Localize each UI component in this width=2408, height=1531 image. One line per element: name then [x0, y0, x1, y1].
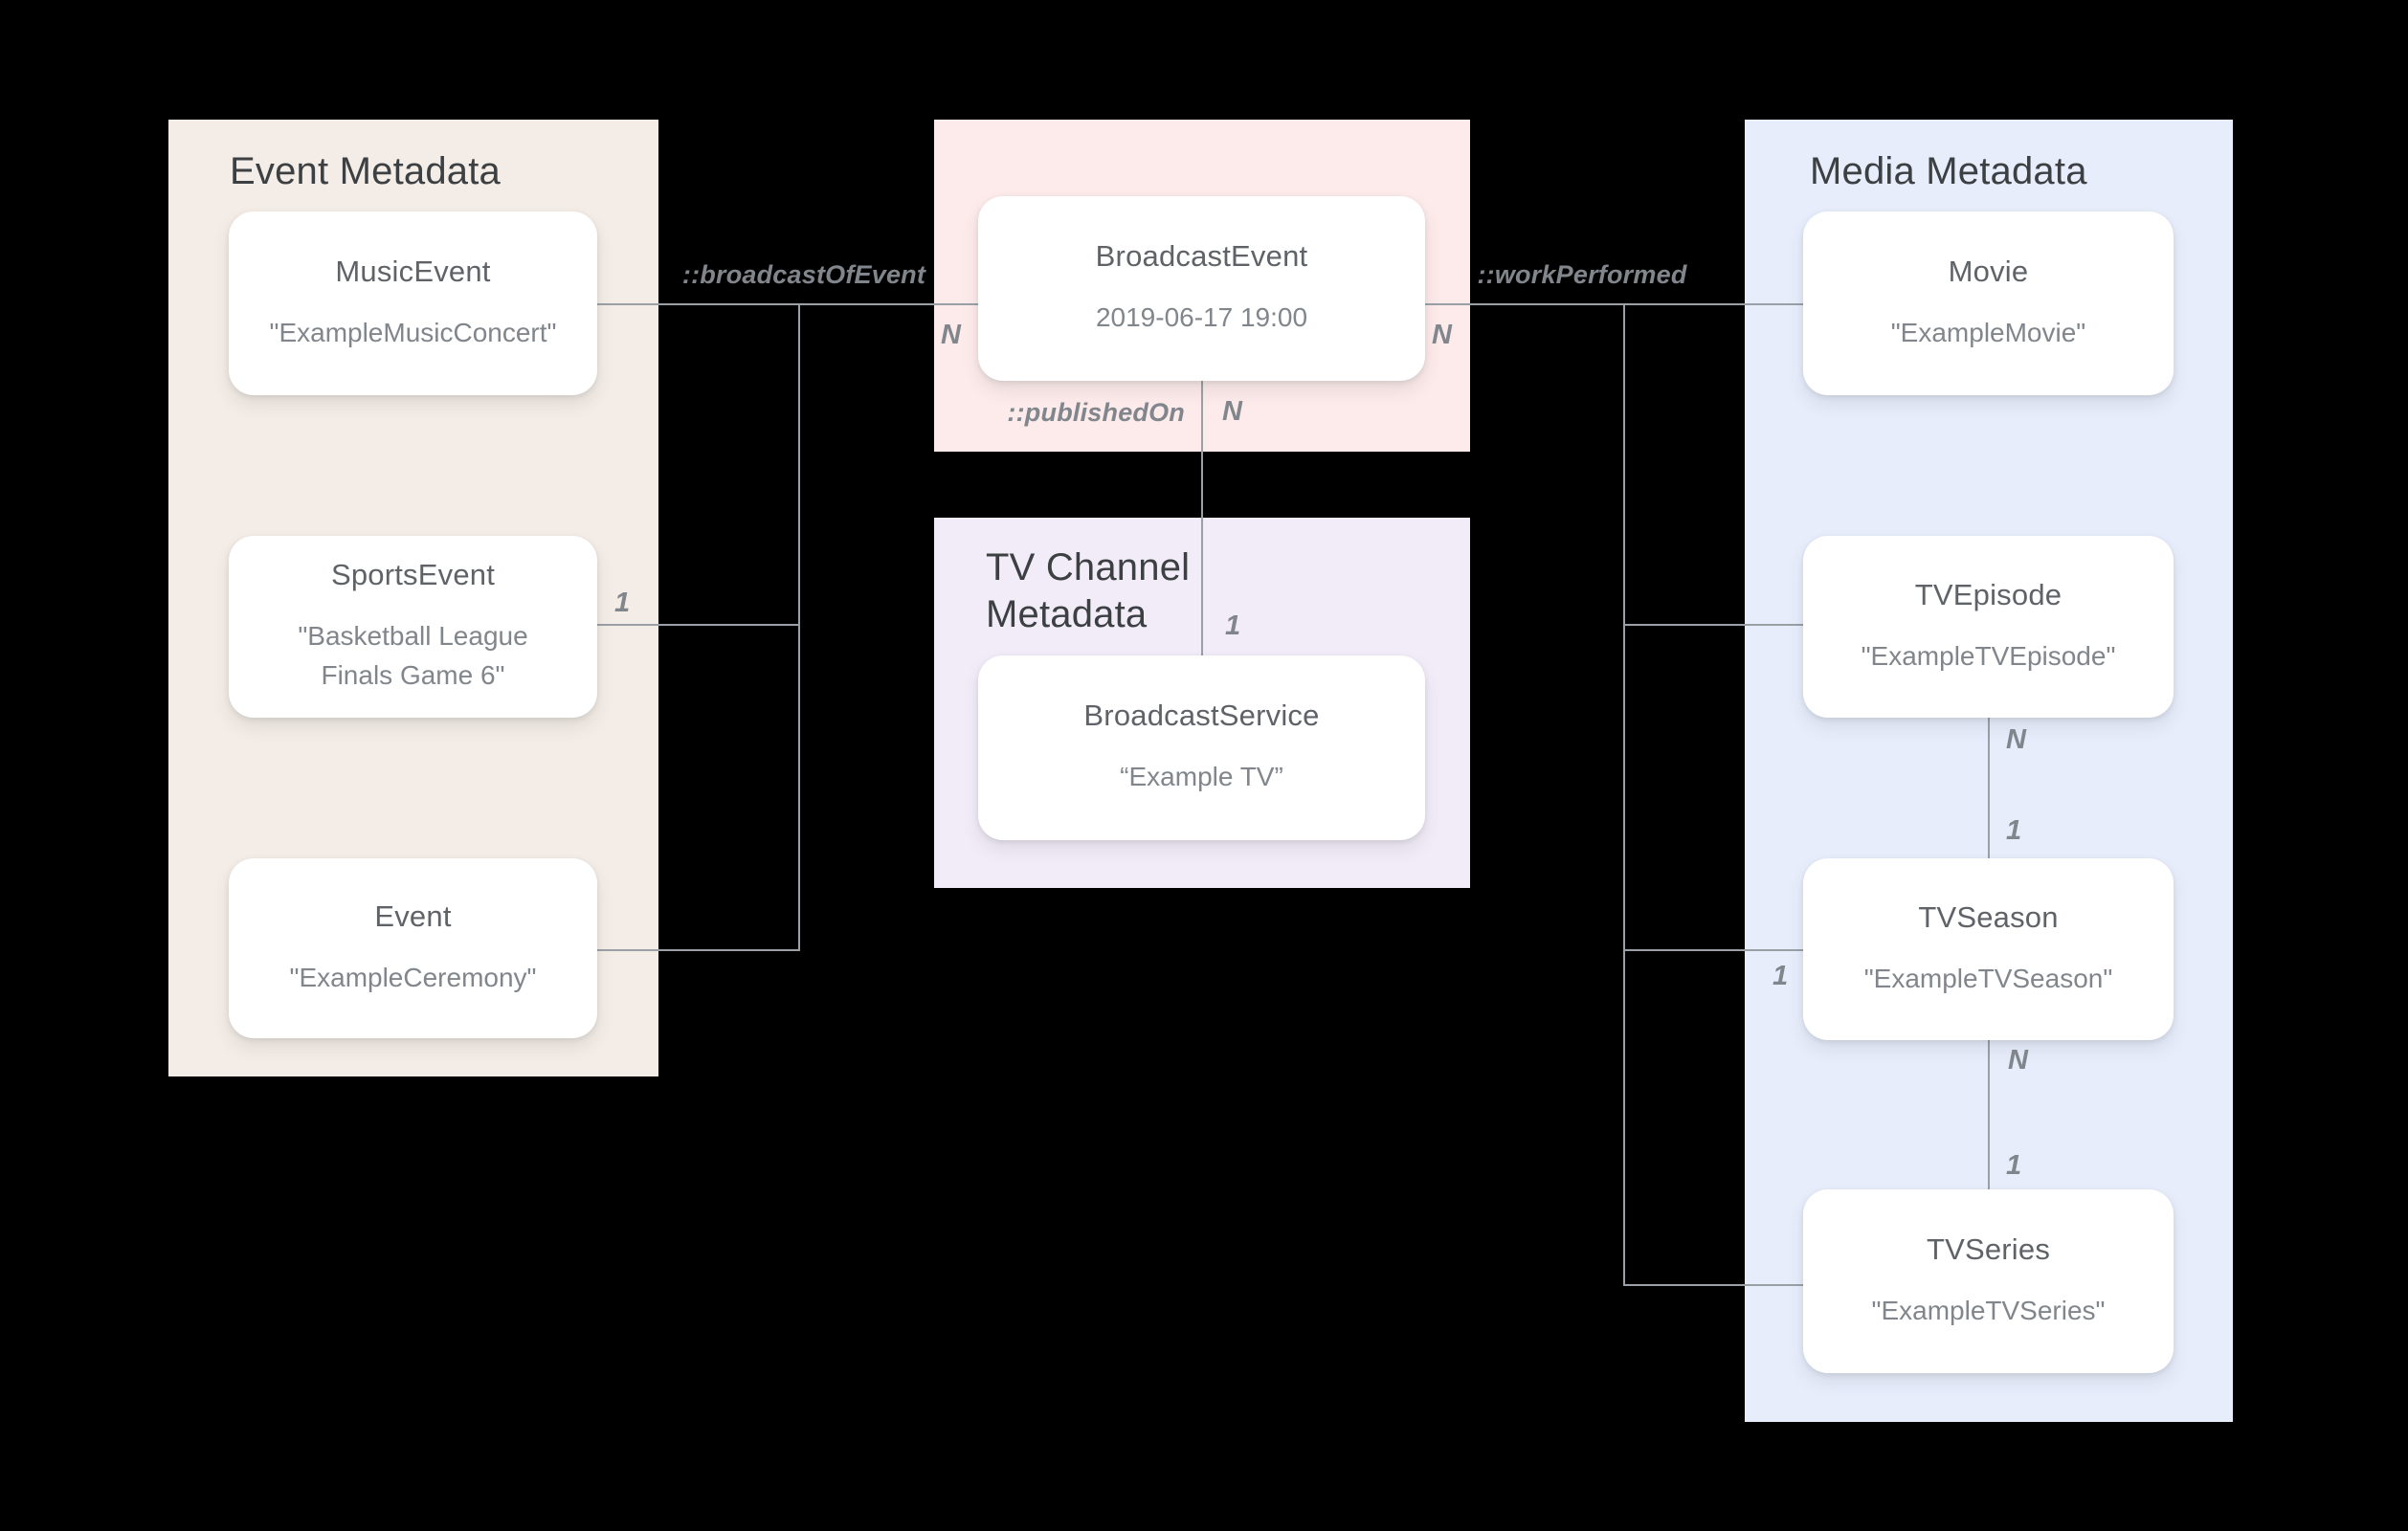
cardinality-broadcastevent-right-n: N — [1432, 320, 1452, 350]
cardinality-tvseason-one: 1 — [1773, 961, 1789, 991]
edge-events-trunk-left — [798, 303, 800, 951]
node-event-type: Event — [374, 899, 452, 933]
node-sportsevent-example: "Basketball League Finals Game 6" — [298, 621, 528, 690]
node-tvseries: TVSeries "ExampleTVSeries" — [1803, 1189, 2174, 1373]
node-tvepisode-type: TVEpisode — [1914, 577, 2062, 611]
node-broadcastevent: BroadcastEvent 2019-06-17 19:00 — [978, 196, 1425, 381]
node-broadcastevent-type: BroadcastEvent — [1095, 239, 1308, 274]
panel-title-event-metadata: Event Metadata — [230, 150, 501, 192]
node-event: Event "ExampleCeremony" — [229, 858, 597, 1038]
edge-media-trunk-right — [1623, 303, 1625, 1286]
cardinality-publishedon-one: 1 — [1225, 610, 1241, 641]
node-tvseason-example: "ExampleTVSeason" — [1863, 963, 2113, 993]
node-event-example: "ExampleCeremony" — [289, 962, 537, 992]
node-broadcastservice-type: BroadcastService — [1083, 699, 1320, 733]
node-sportsevent-type: SportsEvent — [330, 558, 496, 592]
cardinality-publishedon-n: N — [1222, 396, 1242, 427]
edge-tvseason-branch — [1623, 949, 1803, 951]
node-tvseries-type: TVSeries — [1926, 1231, 2051, 1266]
node-movie: Movie "ExampleMovie" — [1803, 211, 2174, 395]
edge-tvepisode-branch — [1623, 624, 1803, 626]
cardinality-broadcastevent-left-n: N — [941, 320, 961, 350]
node-movie-type: Movie — [1948, 254, 2029, 288]
node-musicevent: MusicEvent "ExampleMusicConcert" — [229, 211, 597, 395]
node-movie-example: "ExampleMovie" — [1890, 317, 2086, 347]
edge-musicevent-broadcastevent — [597, 303, 978, 305]
node-musicevent-example: "ExampleMusicConcert" — [269, 317, 557, 347]
node-broadcastevent-example: 2019-06-17 19:00 — [1095, 302, 1308, 333]
edge-sportsevent-branch — [597, 624, 799, 626]
edge-tvepisode-tvseason — [1988, 718, 1990, 858]
cardinality-season-series-n: N — [2008, 1045, 2028, 1076]
edge-event-branch — [597, 949, 799, 951]
cardinality-sportsevent-one: 1 — [614, 588, 631, 618]
cardinality-episode-season-n: N — [2006, 724, 2026, 755]
edge-label-publishedon: ::publishedOn — [1007, 398, 1185, 427]
cardinality-episode-season-one: 1 — [2006, 815, 2022, 846]
node-sportsevent: SportsEvent "Basketball League Finals Ga… — [229, 536, 597, 718]
node-musicevent-type: MusicEvent — [335, 254, 491, 288]
edge-label-workperformed: ::workPerformed — [1477, 260, 1687, 289]
panel-title-media-metadata: Media Metadata — [1810, 150, 2087, 192]
edge-tvseason-tvseries — [1988, 1040, 1990, 1189]
edge-broadcastevent-broadcastservice — [1201, 381, 1203, 655]
node-tvseason-type: TVSeason — [1918, 899, 2059, 934]
edge-label-broadcastofevent: ::broadcastOfEvent — [681, 260, 926, 289]
panel-title-tv-channel-metadata: TV Channel Metadata — [986, 546, 1191, 635]
node-tvepisode-example: "ExampleTVEpisode" — [1861, 640, 2116, 671]
node-broadcastservice-example: “Example TV” — [1120, 762, 1283, 792]
node-tvepisode: TVEpisode "ExampleTVEpisode" — [1803, 536, 2174, 718]
node-tvseries-example: "ExampleTVSeries" — [1871, 1295, 2106, 1325]
edge-broadcastevent-movie — [1425, 303, 1803, 305]
edge-tvseries-branch — [1623, 1284, 1803, 1286]
node-broadcastservice: BroadcastService “Example TV” — [978, 655, 1425, 840]
cardinality-season-series-one: 1 — [2006, 1150, 2022, 1181]
node-tvseason: TVSeason "ExampleTVSeason" — [1803, 858, 2174, 1040]
